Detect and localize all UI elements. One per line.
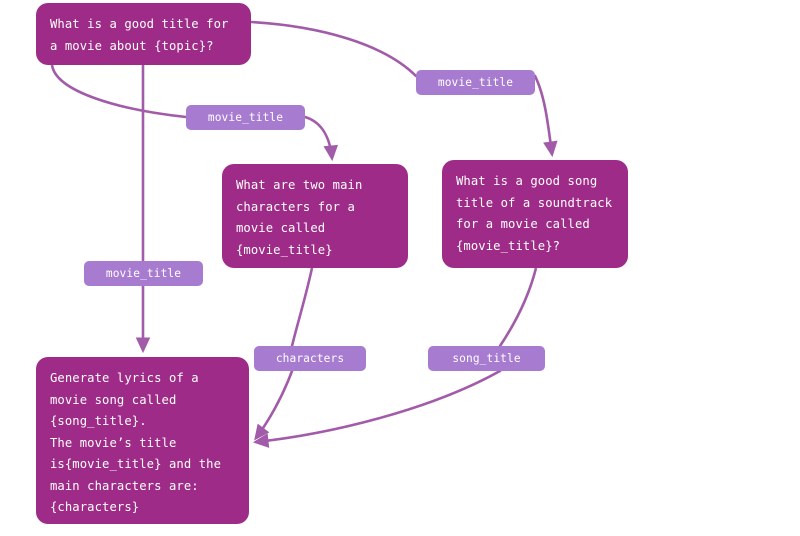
edge-label-movie-title-to-characters[interactable]: movie_title — [186, 105, 305, 130]
song-title-prompt-node[interactable]: What is a good song title of a soundtrac… — [442, 160, 628, 268]
edge-label-characters-to-lyrics[interactable]: characters — [254, 346, 366, 371]
edge-label-song-title-to-lyrics[interactable]: song_title — [428, 346, 545, 371]
topic-prompt-node[interactable]: What is a good title for a movie about {… — [36, 3, 251, 65]
characters-prompt-node[interactable]: What are two main characters for a movie… — [222, 164, 408, 268]
edge-label-movie-title-to-lyrics[interactable]: movie_title — [84, 261, 203, 286]
edge-label-movie-title-to-song[interactable]: movie_title — [416, 70, 535, 95]
lyrics-prompt-node[interactable]: Generate lyrics of a movie song called {… — [36, 357, 249, 524]
